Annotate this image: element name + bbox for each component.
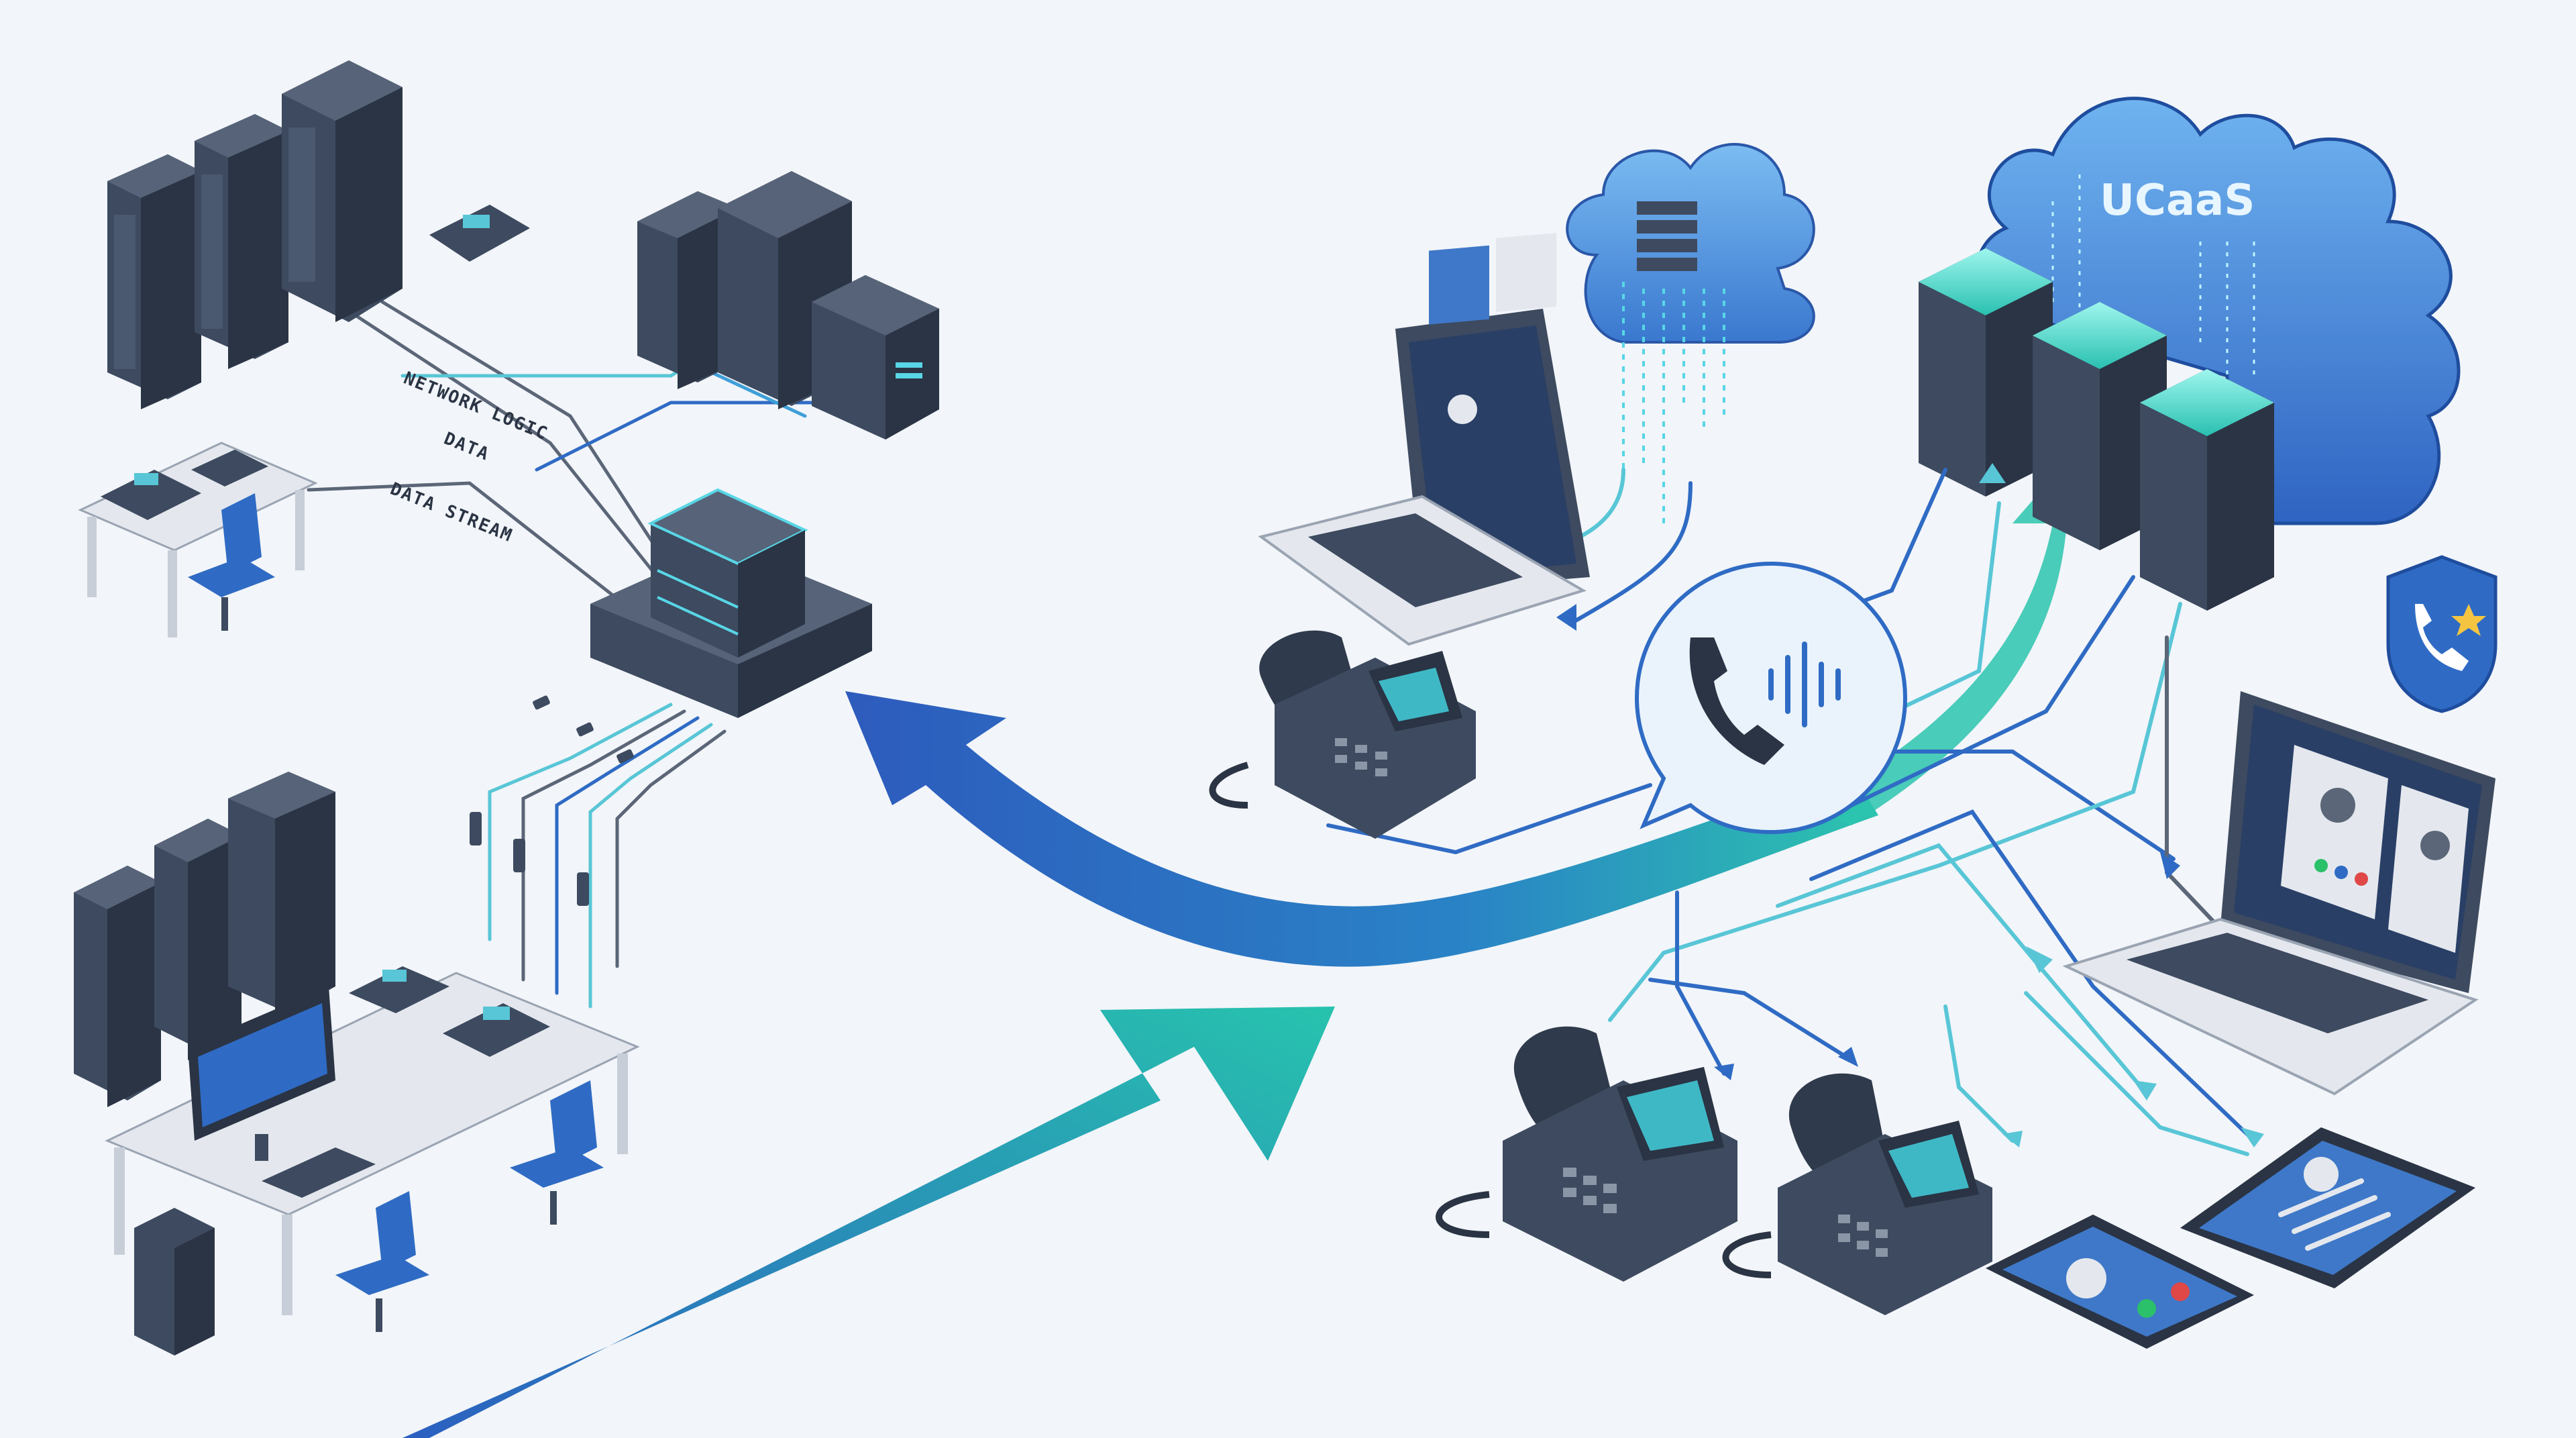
server-rack-group-bottom-left (74, 772, 335, 1107)
tablet-icon-contact (2180, 1127, 2475, 1288)
desk-phone-icon (429, 205, 530, 262)
desk-phone-icon (443, 1003, 550, 1057)
tablet-icon-call (1986, 1215, 2254, 1349)
server-rack-icon (2140, 369, 2274, 611)
ucaas-label: UCaaS (2100, 176, 2255, 225)
server-rack-icon (154, 819, 241, 1060)
cloud-server-racks (1919, 248, 2274, 611)
office-desk-top (78, 442, 318, 637)
office-desk-bottom (105, 966, 640, 1355)
server-rack-icon (282, 60, 402, 322)
server-rack-group-top-left (107, 60, 402, 409)
label-network-logic: NETWORK LOGIC (400, 368, 551, 445)
flow-arrowheads (1556, 463, 2264, 1147)
phone-call-bubble-icon (1634, 561, 1908, 835)
desk-phone-icon-center (1209, 630, 1476, 839)
chair-icon (510, 1080, 604, 1225)
pc-tower-icon (134, 1208, 215, 1355)
cloud-icon-small (1566, 143, 1815, 344)
server-rack-icon (228, 772, 335, 1013)
left-connection-lines (307, 300, 841, 1009)
line-connectors (470, 695, 634, 906)
keyboard-icon (262, 1147, 376, 1198)
desk-phone-icon-bottom-2 (1722, 1073, 1992, 1315)
monitor-icon (188, 986, 335, 1161)
laptop-icon-center (1258, 233, 1590, 646)
bottom-growth-arrow (402, 1007, 1335, 1438)
chair-icon (335, 1191, 429, 1332)
laptop-icon-right (2062, 691, 2496, 1096)
desk-phone-icon-bottom-1 (1436, 1026, 1737, 1282)
network-hub-icon (590, 488, 872, 718)
cloud-data-streams (1622, 282, 1725, 523)
server-rack-icon (74, 866, 161, 1107)
ucaas-cloud: UCaaS (1975, 97, 2461, 525)
desk-phone-icon (191, 450, 268, 486)
server-rack-icon (812, 275, 939, 440)
desk-phone-icon (349, 966, 449, 1013)
top-return-arrow (845, 691, 1878, 967)
desk-phone-icon (101, 470, 201, 520)
server-rack-icon (107, 154, 201, 409)
server-rack-group-upper-center (637, 171, 939, 440)
server-rack-icon (195, 114, 288, 369)
label-data-stream: DATA STREAM (387, 479, 515, 547)
chair-icon (188, 493, 275, 631)
shield-phone-icon (2386, 555, 2498, 713)
label-data: DATA (441, 429, 492, 465)
